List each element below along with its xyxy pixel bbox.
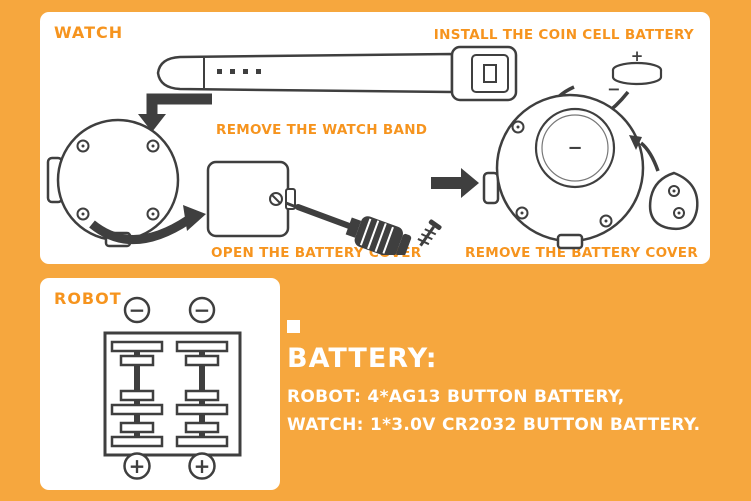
watch-open-illustration: + − − xyxy=(482,47,699,250)
removed-cover-piece-icon xyxy=(648,171,699,231)
bullet-square-icon xyxy=(287,320,300,333)
watch-band-icon xyxy=(156,45,518,102)
screw-icons xyxy=(511,120,613,228)
minus-terminal-mark: − xyxy=(129,298,146,322)
watch-band-illustration xyxy=(138,45,518,132)
watch-open-back-icon: − xyxy=(482,93,645,250)
step-remove-cover-label: REMOVE THE BATTERY COVER xyxy=(465,245,699,261)
watch-back-icon xyxy=(46,118,180,248)
next-step-arrow-icon xyxy=(431,168,479,198)
robot-panel: ROBOT − − xyxy=(40,278,280,490)
plus-terminal-mark: + xyxy=(194,454,211,478)
plus-terminal-mark: + xyxy=(129,454,146,478)
watch-panel-title: WATCH xyxy=(54,23,124,42)
watch-back-illustration xyxy=(46,118,206,248)
small-screw-icon xyxy=(417,219,442,247)
step-install-coin-cell-label: INSTALL THE COIN CELL BATTERY xyxy=(433,27,694,43)
remove-cover-arrow-icon xyxy=(629,135,660,172)
watch-panel: WATCH INSTALL THE COIN CELL BATTERY REMO… xyxy=(40,12,710,264)
battery-heading: BATTERY: xyxy=(287,343,438,374)
robot-panel-title: ROBOT xyxy=(54,289,122,308)
battery-compartment-icon xyxy=(103,331,242,457)
band-removal-arrow-icon xyxy=(138,93,212,132)
screwdriver-icon xyxy=(285,201,412,255)
coin-cell-plus-mark: + xyxy=(631,47,644,65)
open-direction-arrow-icon xyxy=(89,205,206,245)
plus-terminal-icons: + + xyxy=(123,452,216,480)
battery-cover-icon xyxy=(206,160,296,238)
battery-watch-line: WATCH: 1*3.0V CR2032 BUTTON BATTERY. xyxy=(287,415,701,435)
coin-cell-minus-mark: − xyxy=(607,80,620,99)
battery-robot-line: ROBOT: 4*AG13 BUTTON BATTERY, xyxy=(287,387,625,407)
minus-terminal-icons: − − xyxy=(123,296,216,324)
screw-icons xyxy=(76,139,160,221)
coin-cell-battery-icon: + − xyxy=(607,47,663,99)
robot-battery-compartment-illustration: − − xyxy=(103,296,242,480)
installed-battery-minus-mark: − xyxy=(567,138,582,159)
battery-info: BATTERY: ROBOT: 4*AG13 BUTTON BATTERY, W… xyxy=(287,320,700,435)
battery-cover-screwdriver-illustration xyxy=(206,160,442,255)
minus-terminal-mark: − xyxy=(194,298,211,322)
step-remove-band-label: REMOVE THE WATCH BAND xyxy=(216,122,428,138)
